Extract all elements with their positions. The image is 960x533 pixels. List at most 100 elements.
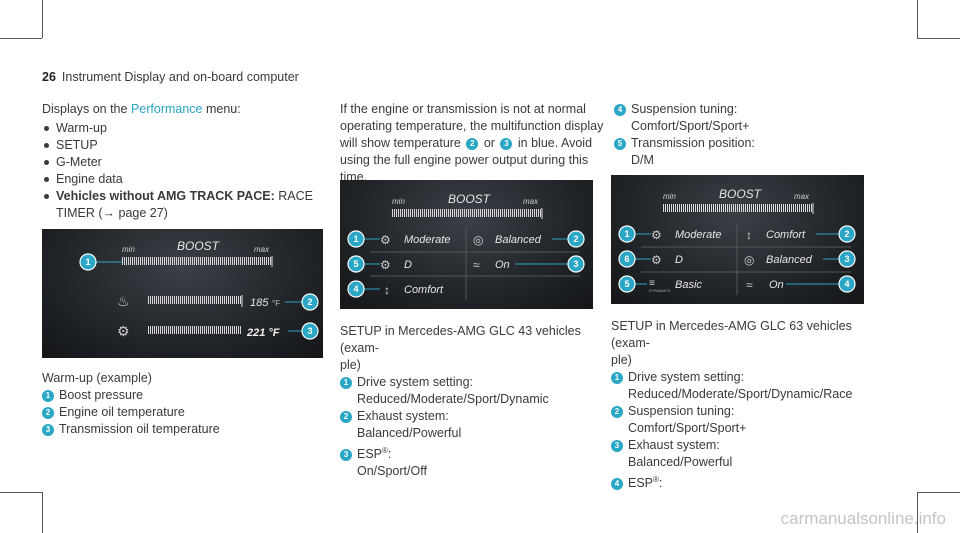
column-2: If the engine or transmission is not at … <box>340 101 605 186</box>
oil-temp-value: 185 <box>250 297 269 309</box>
watermark-text: carmanualsonline.info <box>780 509 946 528</box>
figure-caption: Warm-up (example) <box>42 371 152 385</box>
trans-temp-gauge-bar <box>147 326 242 334</box>
crop-mark <box>0 492 42 493</box>
menu-list: Warm-up SETUP G-Meter Engine data Vehicl… <box>42 120 322 222</box>
warmup-display-graphic: min BOOST max 1 ♨ 185 °F 2 ⚙ 221 °F 3 <box>79 239 319 340</box>
trans-temp-value: 221 °F <box>246 327 280 339</box>
exhaust-value: Balanced <box>766 254 813 266</box>
callout-badge <box>301 322 319 340</box>
callout-badge: 2 <box>42 406 54 419</box>
legend-item-value: D/M <box>631 153 654 167</box>
page-header: 26 Instrument Display and on-board comput… <box>42 70 299 84</box>
callout-badge: 4 <box>614 103 626 116</box>
callout-badge <box>301 293 319 311</box>
warmup-display-image: min BOOST max 1 ♨ 185 °F 2 ⚙ 221 °F 3 <box>42 229 323 358</box>
crop-mark <box>917 38 960 39</box>
svg-text:1: 1 <box>85 257 90 267</box>
callout-badge <box>347 230 365 248</box>
callout-badge <box>347 280 365 298</box>
drive-setting-value: Moderate <box>675 229 721 241</box>
callout-badge <box>567 255 585 273</box>
page-header-title: Instrument Display and on-board computer <box>61 70 299 84</box>
dynamics-icon: ≡ <box>649 278 655 289</box>
callout-badge: 3 <box>42 423 54 436</box>
crop-mark <box>917 0 918 38</box>
svg-text:5: 5 <box>353 259 358 269</box>
callout-badge <box>79 253 97 271</box>
boost-max-label: max <box>254 245 270 254</box>
svg-text:4: 4 <box>353 284 358 294</box>
transmission-value: D <box>404 259 412 271</box>
callout-badge <box>838 225 856 243</box>
boost-gauge-bar <box>392 209 542 217</box>
callout-badge: 3 <box>500 137 513 150</box>
setup-glc63-display-image: min BOOST max ⚙ Moderate ↕ Comfort ⚙ D ◎… <box>611 175 864 304</box>
legend-item-value: Balanced/Powerful <box>628 455 733 469</box>
callout-badge: 5 <box>614 137 626 150</box>
list-item: G-Meter <box>42 154 322 171</box>
figure-caption: SETUP in Mercedes-AMG GLC 63 vehicles (e… <box>611 319 852 367</box>
boost-min-label: min <box>122 245 135 254</box>
callout-badge: 1 <box>42 389 54 402</box>
crop-mark <box>0 38 42 39</box>
column-2-captions: SETUP in Mercedes-AMG GLC 43 vehicles (e… <box>340 323 605 480</box>
transmission-icon: ⚙ <box>380 258 391 272</box>
boost-label: BOOST <box>177 239 221 253</box>
svg-text:max: max <box>523 197 539 206</box>
legend-item-value: Balanced/Powerful <box>357 426 462 440</box>
svg-text:3: 3 <box>573 259 578 269</box>
transmission-value: D <box>675 254 683 266</box>
setup-glc63-display-graphic: min BOOST max ⚙ Moderate ↕ Comfort ⚙ D ◎… <box>618 187 856 295</box>
svg-text:6: 6 <box>624 254 629 264</box>
dynamics-icon-label: DYNAMICS <box>649 288 670 293</box>
esp-icon: ≈ <box>746 278 753 292</box>
list-item: Engine data <box>42 171 322 188</box>
legend-item-value: Comfort/Sport/Sport+ <box>628 421 747 435</box>
callout-badge: 4 <box>611 477 623 490</box>
page-number: 26 <box>42 70 56 84</box>
callout-badge <box>838 275 856 293</box>
dynamics-value: Basic <box>675 279 702 291</box>
page-reference-link[interactable]: TIMER (→ page 27) <box>56 206 168 220</box>
svg-text:2: 2 <box>307 297 312 307</box>
svg-text:2: 2 <box>844 229 849 239</box>
exhaust-value: Balanced <box>495 234 542 246</box>
boost-gauge-bar <box>122 257 272 265</box>
callout-badge <box>618 250 636 268</box>
exhaust-icon: ◎ <box>473 233 483 247</box>
suspension-icon: ↕ <box>746 228 752 242</box>
svg-text:4: 4 <box>844 279 849 289</box>
callout-badge: 2 <box>611 405 623 418</box>
callout-badge: 3 <box>340 448 352 461</box>
suspension-icon: ↕ <box>384 283 390 297</box>
legend-item-value: Reduced/Moderate/Sport/Dynamic <box>357 392 549 406</box>
column-1: Displays on the Performance menu: Warm-u… <box>42 101 322 222</box>
transmission-icon: ⚙ <box>651 253 662 267</box>
svg-text:2: 2 <box>573 234 578 244</box>
svg-text:3: 3 <box>307 326 312 336</box>
crop-mark <box>42 0 43 38</box>
svg-text:max: max <box>794 192 810 201</box>
performance-menu-link[interactable]: Performance <box>130 102 203 116</box>
callout-badge <box>838 250 856 268</box>
esp-value: On <box>769 279 784 291</box>
legend-item-value: On/Sport/Off <box>357 464 427 479</box>
oil-temperature-icon: ♨ <box>117 293 130 309</box>
crop-mark <box>917 492 918 533</box>
intro-text: Displays on the Performance menu: <box>42 102 241 116</box>
svg-text:BOOST: BOOST <box>448 192 492 206</box>
